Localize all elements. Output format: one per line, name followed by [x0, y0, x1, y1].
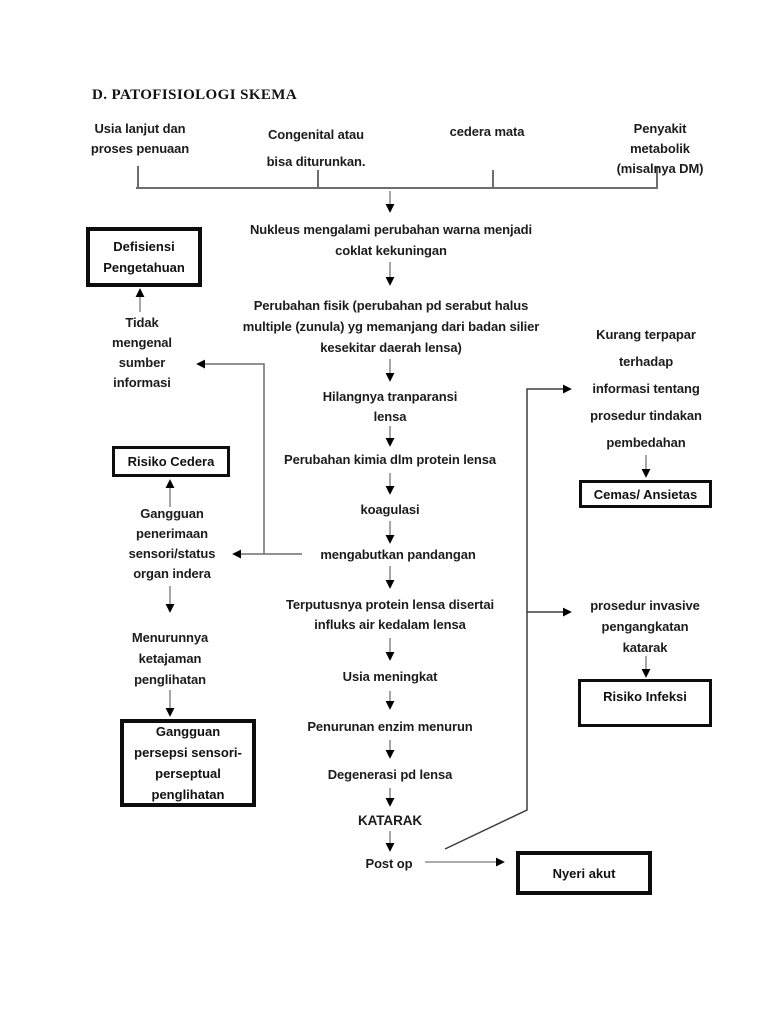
node-chemical-change: Perubahan kimia dlm protein lensa — [284, 452, 496, 467]
node-sensory-reception-disorder: Gangguan penerimaan sensori/status organ… — [128, 506, 216, 581]
diagnosis-box-anxiety-label: Cemas/ Ansietas — [593, 486, 698, 502]
diagnosis-box-perception-disorder: Gangguan persepsi sensori- perseptual pe… — [120, 719, 256, 807]
node-nucleus-color-change: Nukleus mengalami perubahan warna menjad… — [250, 222, 532, 258]
node-low-information-exposure: Kurang terpapar terhadap informasi tenta… — [590, 327, 702, 450]
node-lens-degeneration: Degenerasi pd lensa — [327, 767, 453, 782]
node-post-op: Post op — [365, 856, 413, 871]
causes-bracket — [136, 166, 658, 189]
node-coagulation: koagulasi — [360, 502, 420, 517]
node-cataract: KATARAK — [357, 813, 423, 828]
diagnosis-box-knowledge-deficit-label: Defisiensi Pengetahuan — [103, 239, 185, 275]
diagnosis-box-anxiety: Cemas/ Ansietas — [579, 480, 712, 508]
cause-aging: Usia lanjut dan proses penuaan — [90, 121, 190, 156]
diagnosis-box-injury-risk: Risiko Cedera — [112, 446, 230, 477]
cause-congenital: Congenital atau bisa diturunkan. — [266, 127, 366, 169]
node-physical-change: Perubahan fisik (perubahan pd serabut ha… — [242, 298, 540, 355]
node-enzyme-decline: Penurunan enzim menurun — [307, 719, 473, 734]
diagnosis-box-acute-pain-label: Nyeri akut — [552, 865, 616, 881]
diagnosis-box-infection-risk: Risiko Infeksi — [578, 679, 712, 727]
node-transparency-loss: Hilangnya tranparansi lensa — [322, 389, 458, 424]
diagnosis-box-perception-disorder-label: Gangguan persepsi sensori- perseptual pe… — [134, 724, 242, 802]
page-title: D. PATOFISIOLOGI SKEMA — [92, 87, 298, 103]
diagnosis-box-knowledge-deficit: Defisiensi Pengetahuan — [86, 227, 202, 287]
diagnosis-box-infection-risk-label: Risiko Infeksi — [603, 689, 687, 704]
connector-clouded-to-infosource — [196, 359, 265, 554]
node-age-increase: Usia meningkat — [342, 669, 438, 684]
connector-postop-to-lowinfo — [444, 384, 572, 850]
node-no-info-source: Tidak mengenal sumber informasi — [112, 315, 172, 390]
cause-metabolic: Penyakit metabolik (misalnya DM) — [616, 121, 704, 176]
cause-eye-injury: cedera mata — [449, 124, 525, 139]
diagnosis-box-injury-risk-label: Risiko Cedera — [127, 454, 215, 469]
node-clouded-vision: mengabutkan pandangan — [320, 547, 476, 562]
node-vision-sharpness-decline: Menurunnya ketajaman penglihatan — [131, 630, 209, 687]
diagnosis-box-acute-pain: Nyeri akut — [516, 851, 652, 895]
node-invasive-procedure: prosedur invasive pengangkatan katarak — [590, 598, 700, 655]
node-protein-break: Terputusnya protein lensa disertai influ… — [285, 597, 495, 632]
